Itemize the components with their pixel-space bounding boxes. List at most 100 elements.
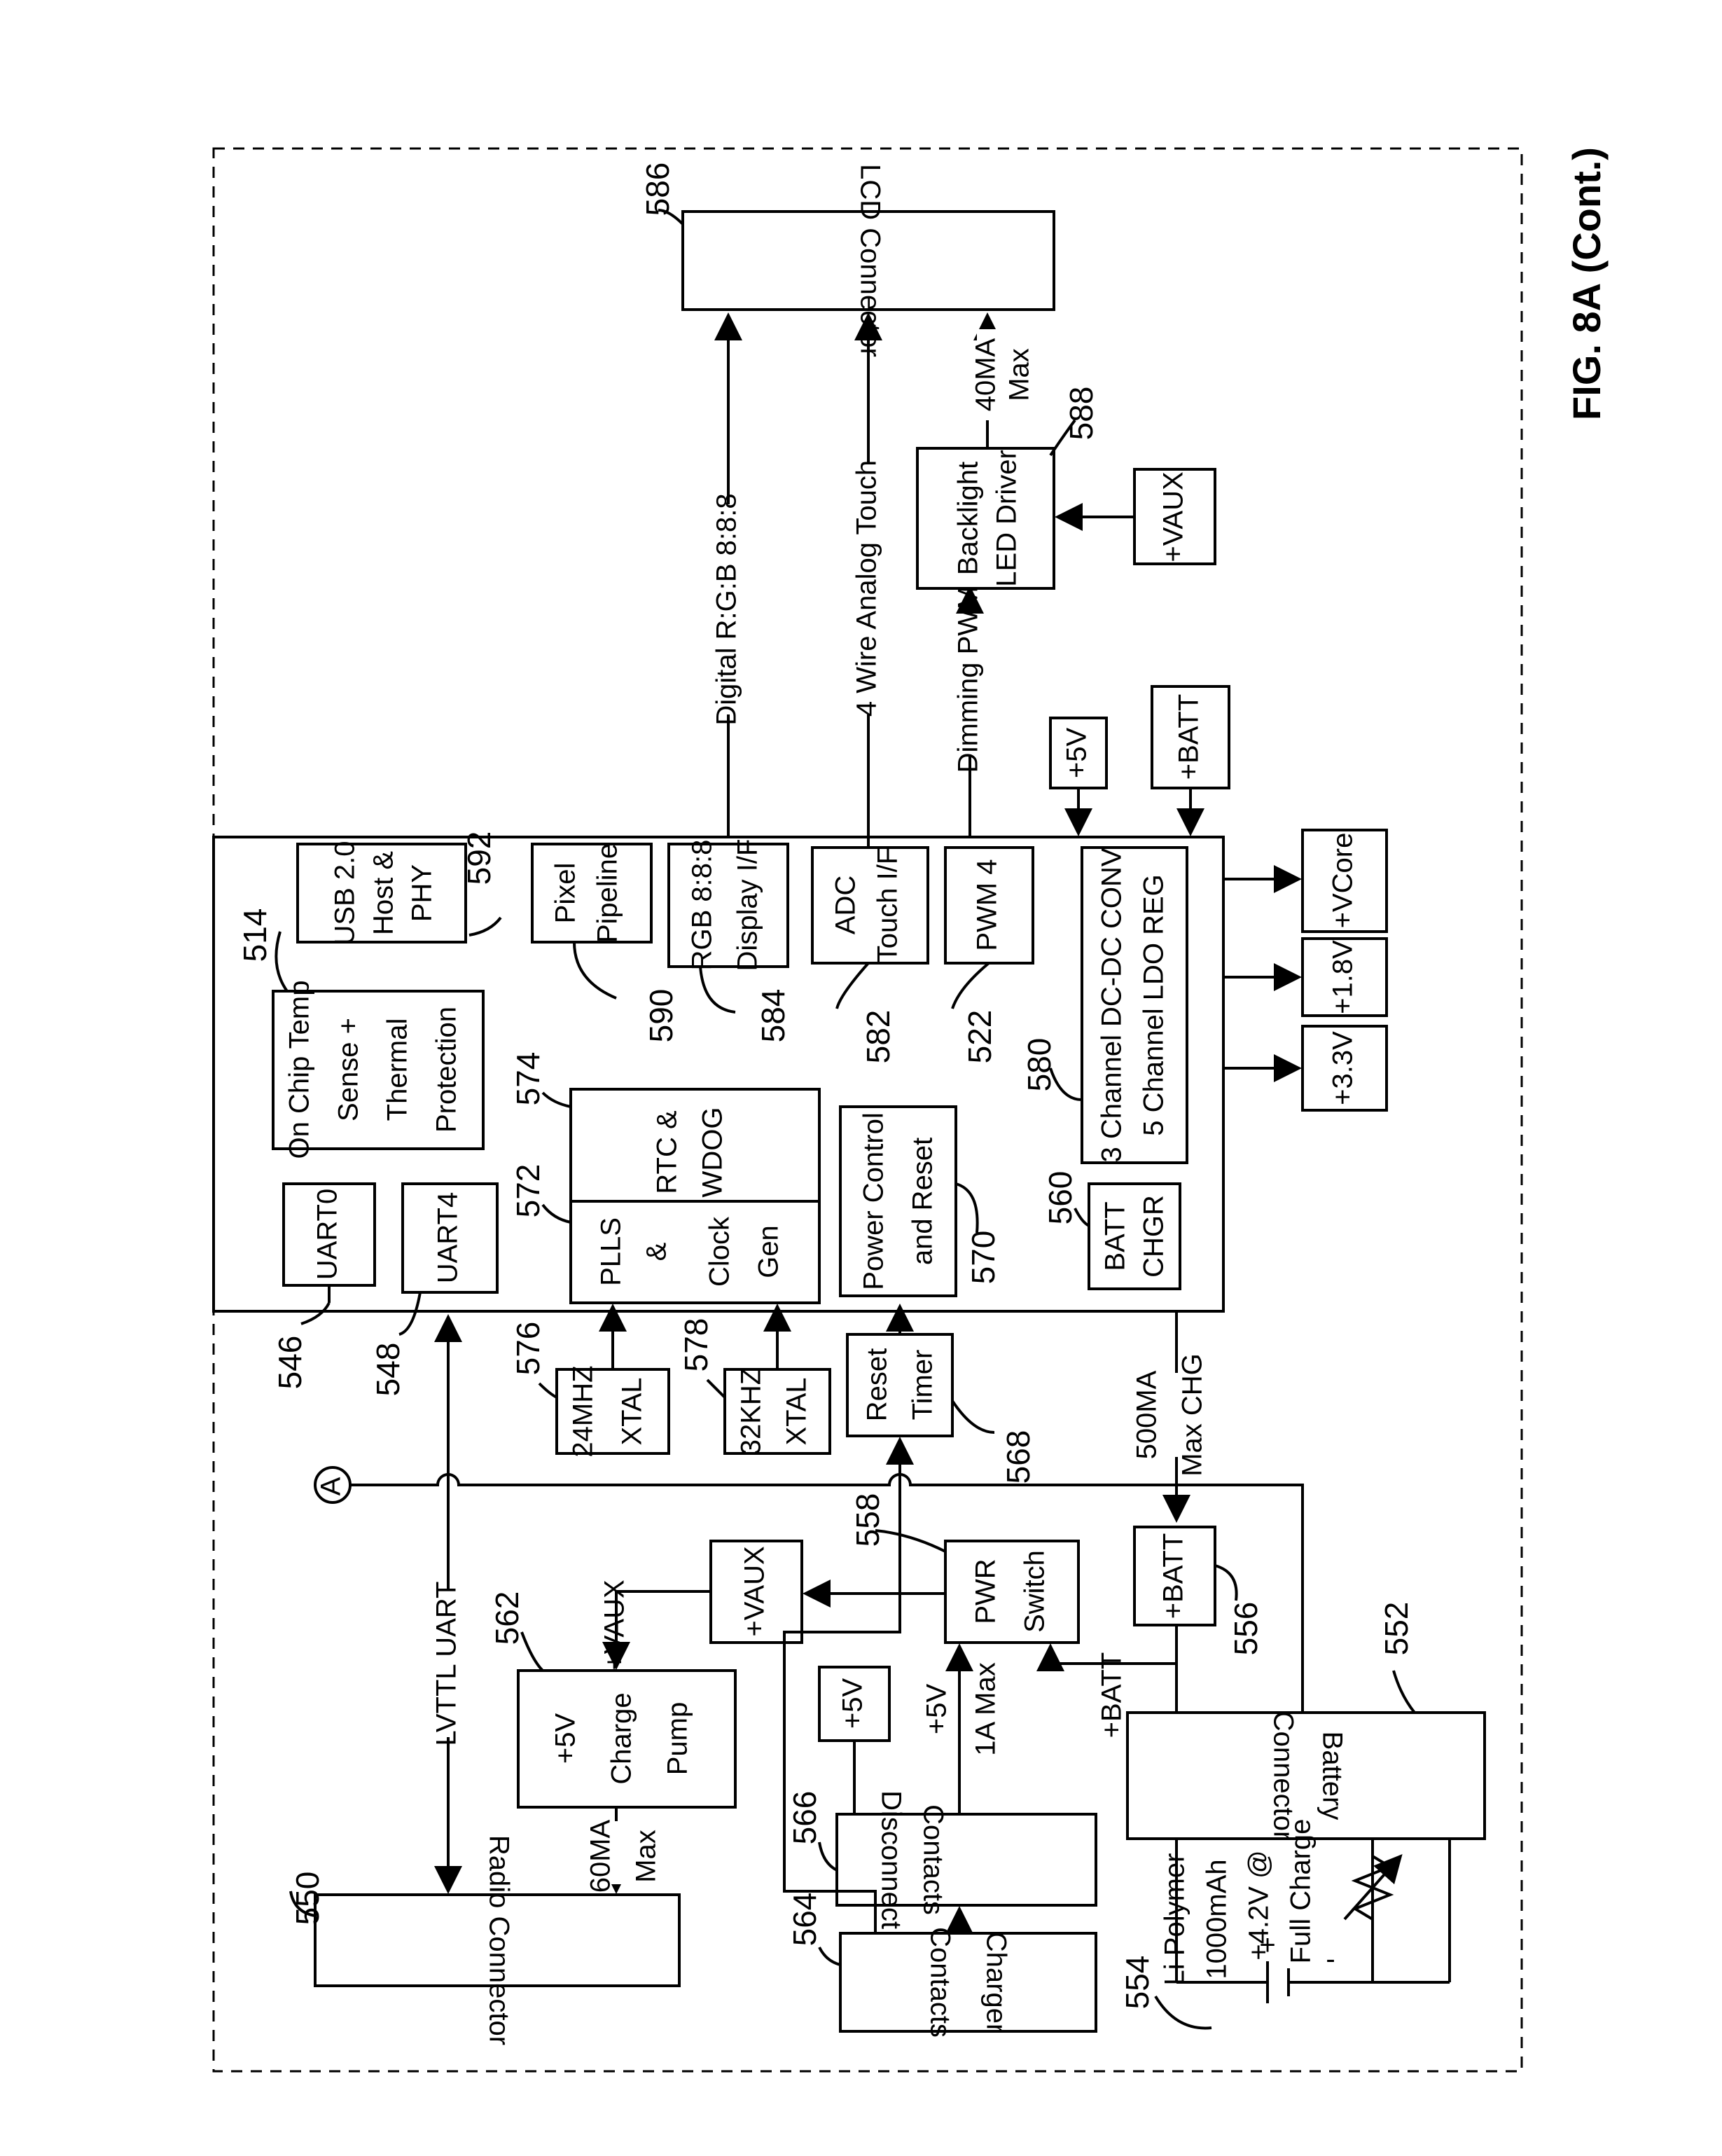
vcore-output: +VCore <box>1301 829 1388 933</box>
svg-text:LCD Connector: LCD Connector <box>854 164 885 357</box>
plus5v-top: +5V <box>1049 717 1108 789</box>
ref-554: 554 <box>1119 1956 1155 2010</box>
ref-592: 592 <box>461 831 497 885</box>
svg-text:+5V: +5V <box>838 1678 868 1729</box>
svg-text:Switch: Switch <box>1020 1550 1050 1633</box>
backlight-led-driver: Backlight LED Driver <box>916 447 1055 590</box>
xtal-32khz: 32KHZ XTAL <box>723 1368 831 1456</box>
usb-host-phy: USB 2.0 Host & PHY <box>296 841 467 946</box>
svg-text:32KHZ: 32KHZ <box>736 1368 767 1456</box>
ref-556: 556 <box>1228 1602 1264 1656</box>
svg-text:Pump: Pump <box>662 1702 693 1776</box>
svg-text:CHGR: CHGR <box>1139 1195 1169 1278</box>
charge-current-label: 500MA <box>1132 1370 1162 1459</box>
svg-text:On Chip Temp: On Chip Temp <box>284 981 315 1159</box>
svg-text:UART4: UART4 <box>433 1192 464 1283</box>
ref-576: 576 <box>510 1322 546 1376</box>
svg-text:Sense +: Sense + <box>333 1018 364 1121</box>
reset-timer: Reset Timer <box>846 1333 954 1437</box>
ref-550: 550 <box>289 1872 326 1926</box>
svg-text:Display I/F: Display I/F <box>732 839 763 972</box>
led-current-max: Max <box>1004 348 1035 401</box>
power-control-reset: Power Control and Reset <box>839 1105 957 1297</box>
xtal-24mhz: 24MHZ XTAL <box>555 1365 670 1458</box>
svg-text:Touch I/F: Touch I/F <box>873 848 903 963</box>
svg-text:Contacts: Contacts <box>924 1927 955 2038</box>
ref-546: 546 <box>272 1336 308 1390</box>
analog-touch-label: 4 Wire Analog Touch <box>852 460 882 717</box>
svg-text:Connector: Connector <box>1268 1711 1298 1841</box>
rgb-display-if: RGB 8:8:8 Display I/F <box>667 839 789 972</box>
svg-text:Pixel: Pixel <box>550 863 581 924</box>
ref-584: 584 <box>755 989 791 1043</box>
svg-text:Contacts: Contacts <box>917 1804 948 1915</box>
svg-text:PLLS: PLLS <box>596 1217 627 1286</box>
ref-578: 578 <box>678 1318 714 1372</box>
plus1v8-output: +1.8V <box>1301 937 1388 1017</box>
plus3v3-output: +3.3V <box>1301 1025 1388 1112</box>
ref-558: 558 <box>849 1493 886 1547</box>
adc-touch-if: ADC Touch I/F <box>811 846 929 965</box>
svg-text:PWM 4: PWM 4 <box>972 859 1003 951</box>
svg-text:Protection: Protection <box>431 1007 462 1133</box>
svg-text:Disconnect: Disconnect <box>875 1790 906 1929</box>
svg-text:+VAUX: +VAUX <box>740 1546 770 1636</box>
svg-text:Clock: Clock <box>704 1216 735 1287</box>
ref-582: 582 <box>860 1010 896 1064</box>
ref-566: 566 <box>786 1791 823 1845</box>
ref-570: 570 <box>965 1231 1001 1285</box>
svg-text:3 Channel DC-DC CONV: 3 Channel DC-DC CONV <box>1097 848 1127 1162</box>
ref-574: 574 <box>510 1052 546 1106</box>
contacts-disconnect: Contacts Disconnect <box>835 1790 1097 1929</box>
pwr-switch: PWR Switch <box>944 1540 1080 1644</box>
battery-spec-line2: 1000mAh <box>1202 1859 1233 1979</box>
figure-label: FIG. 8A (Cont.) <box>1564 147 1609 420</box>
svg-text:BATT: BATT <box>1100 1201 1131 1271</box>
svg-text:USB 2.0: USB 2.0 <box>330 841 361 946</box>
svg-text:Backlight: Backlight <box>953 462 984 575</box>
radio-connector: Radio Connector <box>314 1835 681 2045</box>
pump-current-max: Max <box>631 1830 662 1883</box>
ref-560: 560 <box>1042 1171 1078 1225</box>
svg-text:Radio Connector: Radio Connector <box>483 1835 514 2045</box>
dcdc-ldo-block: 3 Channel DC-DC CONV 5 Channel LDO REG <box>1081 846 1188 1164</box>
battery-connector: Battery Connector <box>1126 1711 1486 1841</box>
svg-text:and Reset: and Reset <box>908 1138 938 1265</box>
minus-sign: - <box>1326 1944 1335 1975</box>
svg-text:XTAL: XTAL <box>782 1377 812 1445</box>
battery-spec-line1: Li Polymer <box>1160 1853 1190 1986</box>
svg-text:5 Channel LDO REG: 5 Channel LDO REG <box>1139 874 1169 1136</box>
led-current-label: 40MA <box>971 338 1001 411</box>
usb-5v-max: 1A Max <box>971 1662 1001 1755</box>
svg-text:UART0: UART0 <box>312 1189 343 1280</box>
ref-588: 588 <box>1063 387 1099 441</box>
vaux-mid: +VAUX <box>709 1540 803 1644</box>
svg-text:24MHZ: 24MHZ <box>568 1365 599 1457</box>
svg-text:+1.8V: +1.8V <box>1328 940 1359 1014</box>
on-chip-temp-sense: On Chip Temp Sense + Thermal Protection <box>272 981 485 1159</box>
svg-text:Battery: Battery <box>1317 1732 1347 1820</box>
usb-5v-label: +5V <box>922 1684 952 1735</box>
svg-text:Charger: Charger <box>980 1932 1011 2033</box>
svg-text:+5V: +5V <box>1062 728 1092 779</box>
batt-feed-label: +BATT <box>1097 1652 1127 1739</box>
svg-text:Timer: Timer <box>908 1350 938 1421</box>
vaux-out-label: +VAUX <box>599 1580 630 1670</box>
svg-text:Reset: Reset <box>862 1348 893 1422</box>
pixel-pipeline: Pixel Pipeline <box>531 843 653 944</box>
svg-text:Power Control: Power Control <box>859 1112 889 1290</box>
svg-text:RGB 8:8:8: RGB 8:8:8 <box>687 840 718 971</box>
plls-clock-gen: PLLS & Clock Gen <box>569 1200 821 1304</box>
ref-568: 568 <box>1000 1430 1036 1484</box>
svg-text:Pipeline: Pipeline <box>592 843 623 943</box>
lvttl-uart-label: LVTTL UART <box>431 1582 462 1746</box>
ref-522: 522 <box>961 1010 998 1064</box>
ref-548: 548 <box>370 1343 406 1397</box>
svg-text:Charge: Charge <box>606 1692 637 1784</box>
svg-text:RTC &: RTC & <box>652 1110 683 1194</box>
svg-text:WDOG: WDOG <box>697 1107 728 1198</box>
battery-spec-line4: Full Charge <box>1286 1819 1317 1964</box>
uart0-block: UART0 <box>282 1182 376 1287</box>
svg-text:PWR: PWR <box>971 1559 1001 1624</box>
